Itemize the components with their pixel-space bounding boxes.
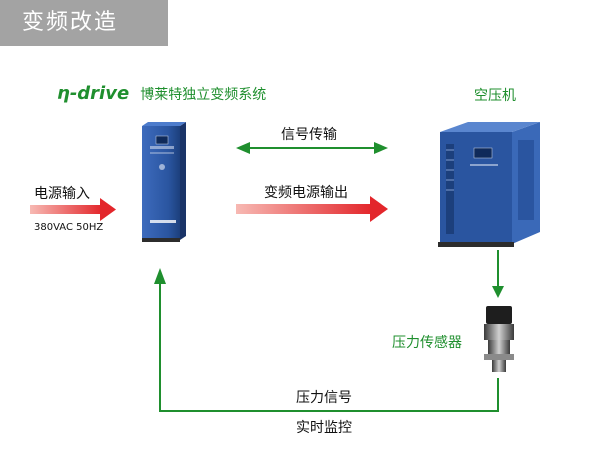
- pressure-sensor: [484, 306, 514, 372]
- realtime-monitoring-label: 实时监控: [296, 420, 352, 436]
- pressure-sensor-label: 压力传感器: [392, 335, 462, 351]
- eta-drive-logo: η-drive: [57, 83, 130, 104]
- signal-arrow-left: [236, 142, 250, 154]
- pressure-feedback-line: [159, 284, 499, 412]
- vf-output-arrow-shaft: [236, 204, 372, 214]
- power-input-label: 电源输入: [34, 186, 90, 202]
- pressure-feedback-arrowhead: [154, 268, 166, 284]
- vf-output-arrow-head: [370, 196, 388, 222]
- signal-arrow-right: [374, 142, 388, 154]
- vf-output-label: 变频电源输出: [264, 185, 348, 201]
- power-input-spec: 380VAC 50HZ: [34, 222, 104, 233]
- signal-transmission-label: 信号传输: [281, 127, 337, 143]
- air-compressor: [438, 122, 540, 247]
- compressor-to-sensor-arrowhead: [492, 286, 504, 298]
- power-input-arrow-shaft: [30, 205, 102, 214]
- brand-system-name: 博莱特独立变频系统: [140, 87, 267, 103]
- pressure-signal-label: 压力信号: [296, 390, 352, 406]
- vfd-cabinet: [142, 122, 186, 242]
- compressor-label: 空压机: [474, 88, 516, 104]
- power-input-arrow-head: [100, 198, 116, 221]
- brand: η-drive 博莱特独立变频系统: [57, 83, 266, 104]
- page-title: 变频改造: [0, 0, 168, 46]
